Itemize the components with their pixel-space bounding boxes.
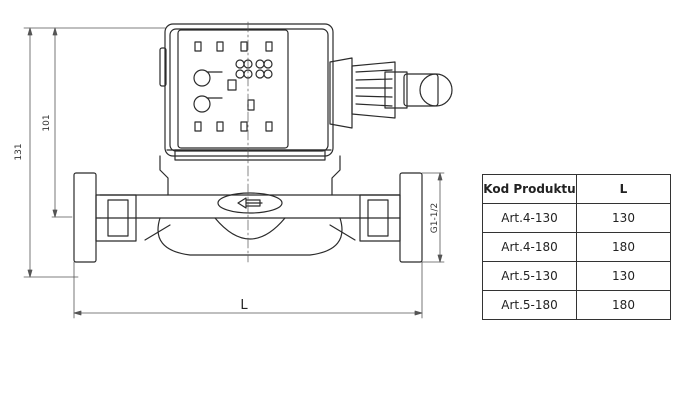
dim-length-label: L <box>240 298 248 313</box>
table-header-row: Kod Produktu L <box>482 174 671 204</box>
length-cell: 130 <box>576 261 671 291</box>
product-code-cell: Art.4-180 <box>482 232 577 262</box>
dimension-length <box>73 261 423 319</box>
product-table: Kod Produktu L Art.4-130 130 Art.4-180 1… <box>482 174 671 320</box>
right-flange <box>359 172 423 263</box>
table-row: Art.5-130 130 <box>482 261 671 291</box>
dimension-thread <box>421 172 445 263</box>
terminal-box <box>159 23 334 161</box>
dim-head-height-label: 101 <box>42 114 52 131</box>
pump-body <box>99 155 401 256</box>
cable-gland <box>329 57 453 129</box>
left-flange <box>73 172 137 263</box>
length-cell: 180 <box>576 232 671 262</box>
length-cell: 130 <box>576 203 671 233</box>
table-row: Art.4-130 130 <box>482 203 671 233</box>
length-cell: 180 <box>576 290 671 320</box>
product-code-cell: Art.4-130 <box>482 203 577 233</box>
flow-arrow-icon <box>237 197 263 209</box>
dim-total-height-label: 131 <box>14 143 24 160</box>
column-header-product-code: Kod Produktu <box>482 174 577 204</box>
dimension-total-height <box>23 27 166 278</box>
table-row: Art.4-180 180 <box>482 232 671 262</box>
dim-thread-label: G1-1/2 <box>430 203 440 233</box>
product-code-cell: Art.5-180 <box>482 290 577 320</box>
product-code-cell: Art.5-130 <box>482 261 577 291</box>
column-header-length: L <box>576 174 671 204</box>
connector-cluster-icon <box>235 59 273 79</box>
table-row: Art.5-180 180 <box>482 290 671 320</box>
dimension-head-height <box>51 27 73 218</box>
